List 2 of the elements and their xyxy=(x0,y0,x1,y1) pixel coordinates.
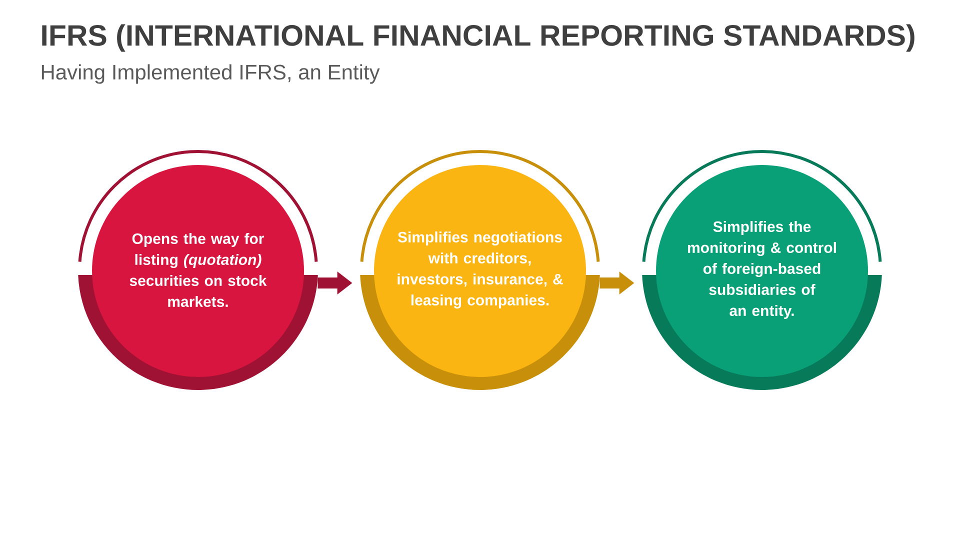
subtitle: Having Implemented IFRS, an Entity xyxy=(42,64,380,84)
title: IFRS (INTERNATIONAL FINANCIAL REPORTING STANDARDS) xyxy=(42,24,914,52)
